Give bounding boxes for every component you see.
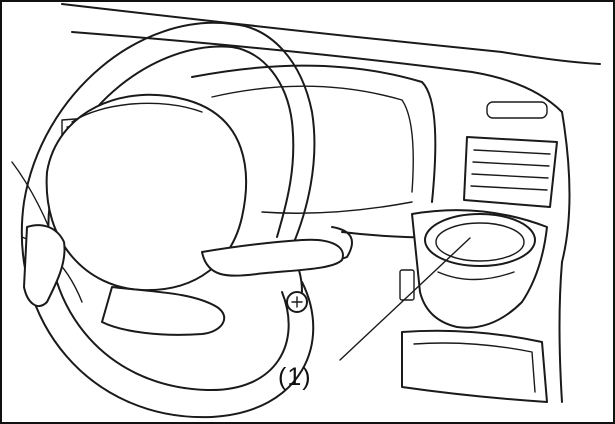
instrument-hood	[191, 64, 437, 203]
steering-wheel-rim-inner	[47, 45, 290, 392]
airbag-seam	[71, 102, 203, 123]
instrument-hood-inner	[211, 85, 414, 193]
airbag-hub	[45, 93, 248, 292]
cluster-lower-edge	[261, 201, 413, 214]
steering-wheel-rim-outer	[20, 21, 315, 419]
callout-label-1: (1)	[278, 363, 312, 391]
steering-spoke-right	[201, 238, 344, 277]
dashboard-top-edge	[61, 3, 601, 65]
ignition-key	[286, 291, 308, 313]
right-air-vent	[463, 136, 558, 208]
lower-console-inner	[413, 342, 536, 393]
right-dash-panel	[558, 111, 571, 403]
steering-wheel-rim-top	[231, 23, 316, 248]
center-switch	[399, 269, 415, 301]
cup-holder	[411, 209, 548, 329]
callout-leader-line	[339, 237, 471, 361]
steering-spoke-left	[23, 224, 66, 307]
steering-spoke-lower	[101, 286, 226, 336]
dashboard-upper-panel	[71, 31, 563, 113]
lower-console	[401, 329, 548, 403]
steering-wheel-rim-top-inner	[231, 46, 295, 238]
hazard-switch	[486, 101, 548, 119]
